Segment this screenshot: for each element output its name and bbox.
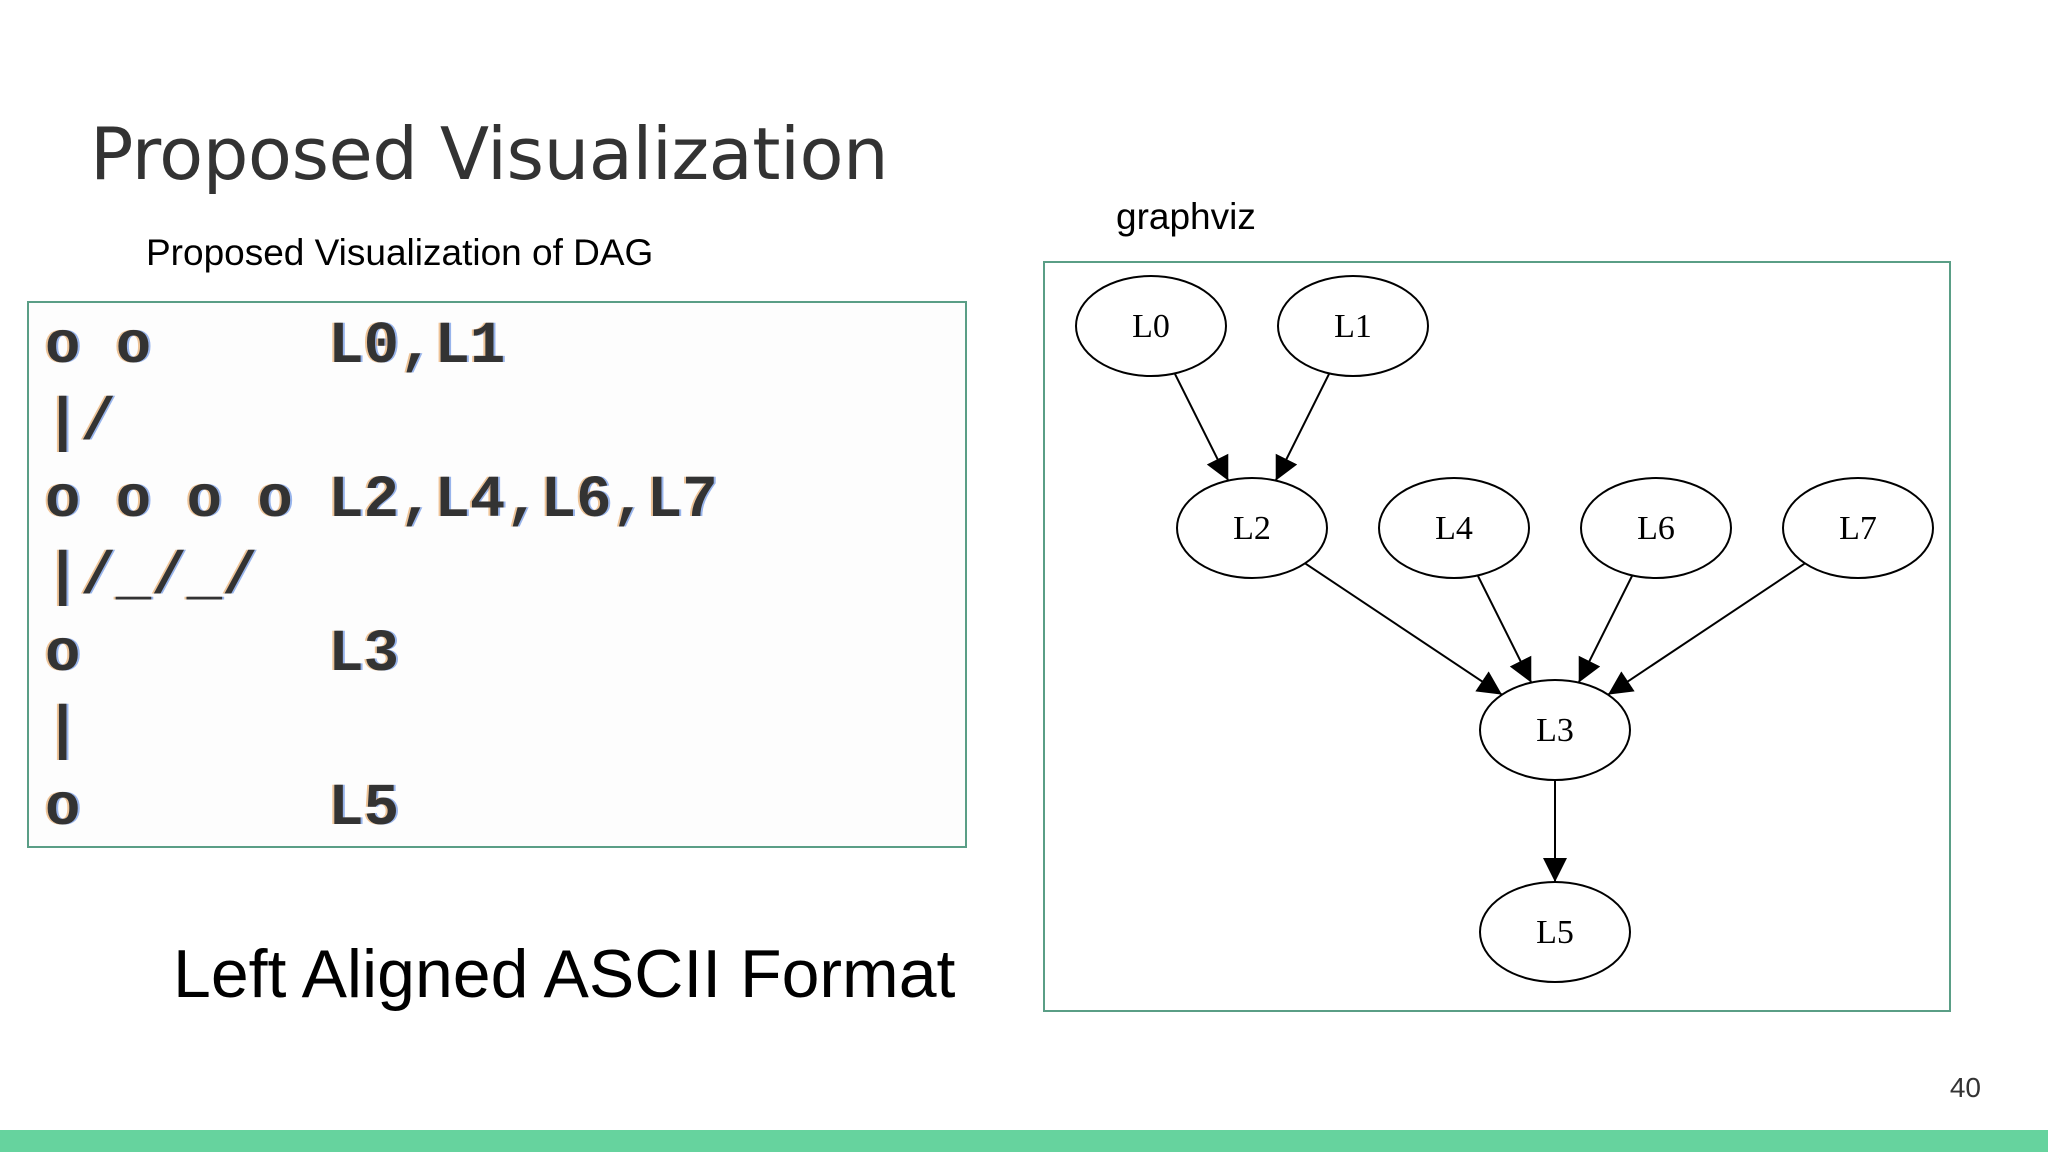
node-label: L5 — [1536, 914, 1574, 951]
node-ellipse — [1277, 275, 1429, 377]
node-label: L1 — [1334, 308, 1372, 345]
node-label: L0 — [1132, 308, 1170, 345]
ascii-line: o o o o L2,L4,L6,L7 — [45, 467, 718, 534]
graphviz-caption: graphviz — [1116, 196, 1256, 237]
node-l6: L6 — [1580, 477, 1732, 579]
edge-l0-to-l2 — [1173, 372, 1230, 482]
node-label: L7 — [1839, 510, 1877, 547]
page-number: 40 — [1949, 1072, 1981, 1103]
footer-accent-bar — [0, 1130, 2048, 1152]
node-l3: L3 — [1479, 679, 1631, 781]
node-label: L3 — [1536, 712, 1574, 749]
node-ellipse — [1075, 275, 1227, 377]
node-l2: L2 — [1176, 477, 1328, 579]
node-l7: L7 — [1782, 477, 1934, 579]
edge-l6-to-l3 — [1577, 574, 1634, 684]
node-l4: L4 — [1378, 477, 1530, 579]
slide-title: Proposed Visualization — [90, 112, 889, 196]
ascii-dag-panel: o o L0,L1 |/ o o o o L2,L4,L6,L7 |/_/_/ … — [27, 301, 967, 848]
format-caption: Left Aligned ASCII Format — [173, 936, 956, 1012]
ascii-line: o o L0,L1 — [45, 313, 506, 380]
ascii-caption: Proposed Visualization of DAG — [146, 232, 654, 273]
node-ellipse — [1176, 477, 1328, 579]
node-label: L4 — [1435, 510, 1473, 547]
ascii-line: o L3 — [45, 621, 400, 688]
node-l1: L1 — [1277, 275, 1429, 377]
ascii-line: |/_/_/ — [45, 544, 258, 611]
node-ellipse — [1479, 881, 1631, 983]
node-label: L6 — [1637, 510, 1675, 547]
node-ellipse — [1378, 477, 1530, 579]
ascii-line: o L5 — [45, 775, 400, 842]
edge-l4-to-l3 — [1476, 574, 1533, 684]
node-l0: L0 — [1075, 275, 1227, 377]
edge-l7-to-l3 — [1607, 562, 1806, 696]
ascii-line: |/ — [45, 390, 116, 457]
node-label: L2 — [1233, 510, 1271, 547]
ascii-line: | — [45, 698, 81, 765]
node-ellipse — [1479, 679, 1631, 781]
node-l5: L5 — [1479, 881, 1631, 983]
edge-l2-to-l3 — [1304, 562, 1503, 696]
node-ellipse — [1782, 477, 1934, 579]
edge-l1-to-l2 — [1274, 372, 1331, 482]
node-ellipse — [1580, 477, 1732, 579]
